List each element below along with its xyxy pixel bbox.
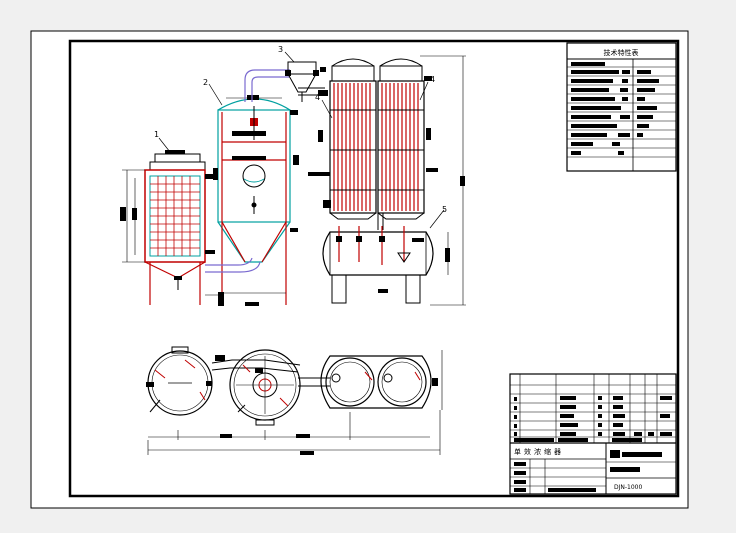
leader-line-4b <box>419 81 429 101</box>
callout-2: 2 <box>203 78 208 87</box>
callout-1: 1 <box>154 130 159 139</box>
evaporator-side-view <box>205 95 299 306</box>
callout-3: 3 <box>278 45 283 54</box>
heater-dimensions <box>420 55 466 306</box>
callout-4b: 4 <box>430 75 435 84</box>
separator <box>285 61 326 102</box>
plan-view <box>146 346 443 455</box>
leader-line-1 <box>158 137 171 153</box>
leader-line-3 <box>284 51 295 63</box>
drawing-number: DJN-1000 <box>614 484 642 491</box>
heater-right <box>377 58 438 230</box>
drawing-frame <box>68 39 680 498</box>
callout-5: 5 <box>442 205 447 214</box>
drawing-name: 单效浓缩器 <box>514 447 564 456</box>
heater-left <box>308 58 377 220</box>
tech-spec-table: 技术特性表 <box>566 42 677 172</box>
leader-line-2 <box>208 83 223 106</box>
condenser-side-view <box>120 150 217 305</box>
tech-table-title: 技术特性表 <box>604 48 639 57</box>
callout-4a: 4 <box>315 93 320 102</box>
leader-line-5 <box>429 209 445 229</box>
receiver-tank <box>322 226 450 304</box>
title-block: 单效浓缩器 DJN-1000 <box>509 373 677 495</box>
leader-line-4a <box>321 99 333 119</box>
